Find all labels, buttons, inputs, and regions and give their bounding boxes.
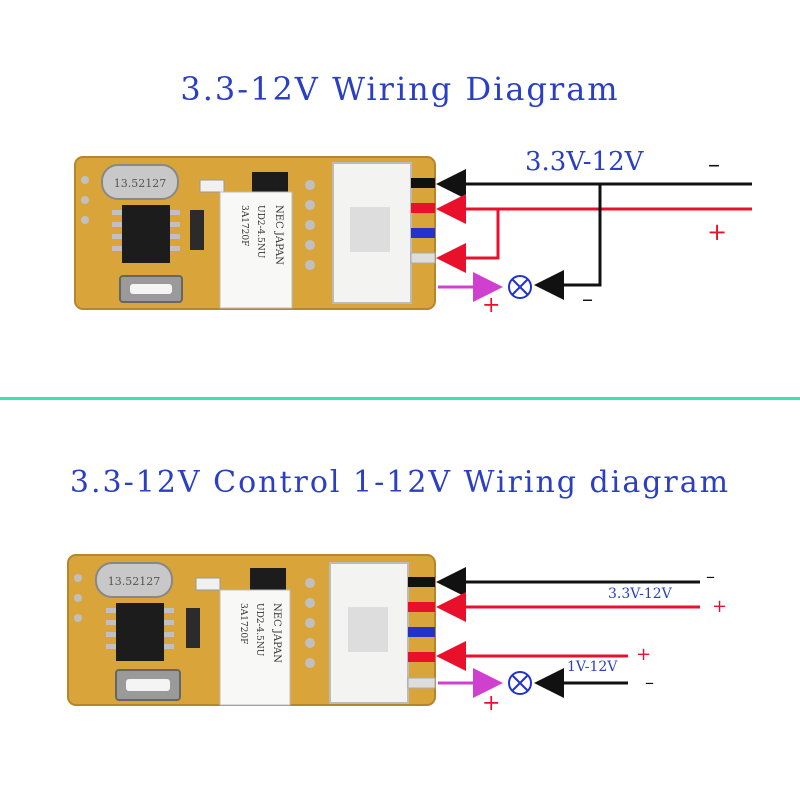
load-minus-label: – [582,287,593,312]
lamp-icon [508,275,532,299]
load-plus-label: + [482,293,500,318]
crystal-label-2: 13.52127 [108,575,161,588]
crystal-label: 13.52127 [114,177,167,190]
relay-model-label-2: UD2-4.5NU [254,603,264,657]
relay-brand-label: NEC JAPAN [273,205,284,265]
supply-minus-label-2: – [706,566,715,587]
ic-chip [122,205,170,263]
control-minus-label: – [645,672,654,693]
relay-model-label: UD2-4.5NU [255,205,265,259]
control-plus-label: + [636,644,651,665]
supply-plus-label-2: + [712,596,727,617]
supply-voltage-label-2: 3.3V-12V [608,586,673,602]
supply-minus-label: – [708,150,720,178]
pcb-board-bottom: 13.52127 NEC JAPAN UD2-4.5NU 3A1720F [67,554,436,706]
wiring-top: 3.3V-12V – + + – [436,147,752,318]
load-plus-label-2: + [482,691,500,716]
supply-plus-label: + [707,218,727,246]
relay-code-label-2: 3A1720F [238,603,248,644]
supply-voltage-label: 3.3V-12V [525,147,645,177]
relay [219,191,293,309]
lamp-icon [508,671,532,695]
crystal-oscillator [101,164,179,200]
diagram-title-bottom: 3.3-12V Control 1-12V Wiring diagram [69,465,731,500]
control-voltage-label: 1V-12V [567,659,618,675]
diagram-title-top: 3.3-12V Wiring Diagram [180,70,620,108]
pcb-board-top: 13.52127 NEC JAPAN UD2-4.5NU 3A1720F [74,156,436,310]
relay-code-label: 3A1720F [239,205,249,246]
relay-brand-label-2: NEC JAPAN [271,603,282,663]
wiring-bottom: 3.3V-12V – + 1V-12V + – + [436,566,727,716]
section-divider [0,397,800,400]
